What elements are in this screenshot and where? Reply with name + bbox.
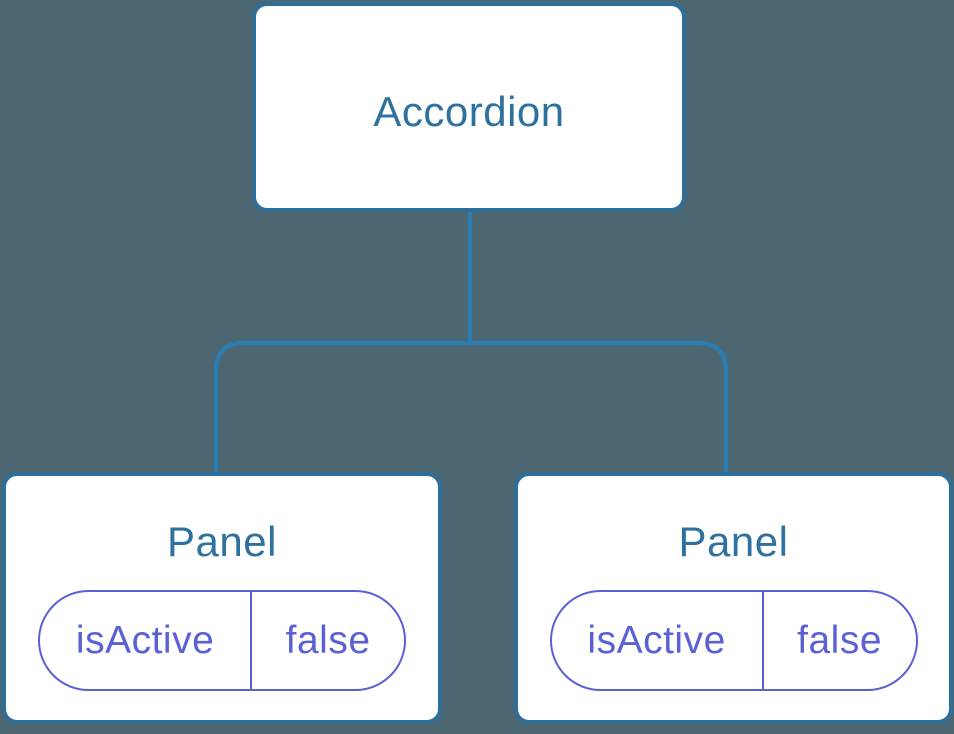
panel-node-right: Panel isActive false: [514, 472, 953, 724]
state-key: isActive: [40, 592, 253, 689]
panel-left-label: Panel: [167, 518, 277, 565]
panel-left-state-pill: isActive false: [38, 590, 406, 691]
state-value: false: [285, 618, 371, 662]
state-value: false: [797, 618, 883, 662]
accordion-node-label: Accordion: [373, 88, 565, 135]
panel-right-label: Panel: [678, 518, 789, 565]
state-key: isActive: [552, 592, 764, 689]
accordion-node: Accordion: [252, 2, 686, 212]
connector-branch: [213, 340, 729, 474]
panel-node-left: Panel isActive false: [2, 472, 442, 724]
panel-right-state-pill: isActive false: [549, 590, 918, 691]
